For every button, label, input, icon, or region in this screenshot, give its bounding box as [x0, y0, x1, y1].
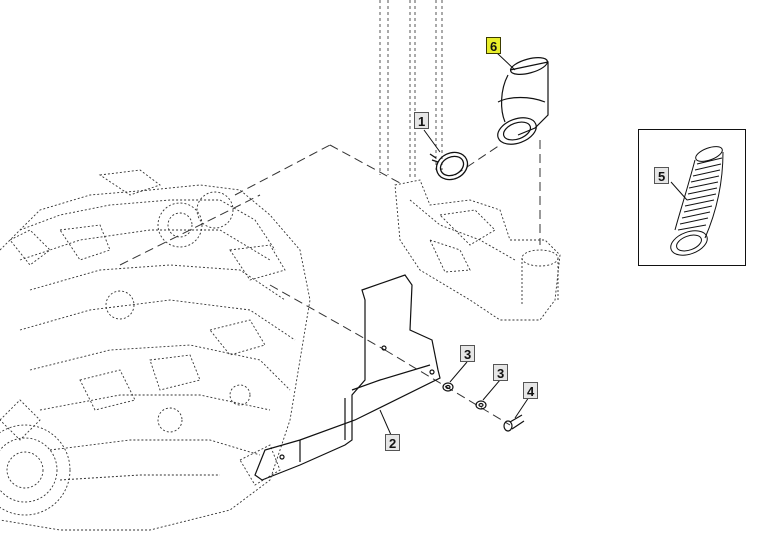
engine-block — [0, 169, 311, 531]
callout-part-1[interactable]: 1 — [414, 112, 430, 129]
callout-part-4[interactable]: 4 — [523, 382, 539, 399]
callout-part-3-second[interactable]: 3 — [493, 364, 509, 381]
callout-part-3[interactable]: 3 — [460, 345, 476, 362]
part-1-clamp — [429, 151, 469, 181]
inset-box — [638, 129, 746, 266]
callout-part-6[interactable]: 6 — [486, 37, 502, 54]
assembly-lines — [119, 140, 541, 426]
callout-part-5[interactable]: 5 — [654, 167, 670, 184]
part-3-washers — [442, 382, 487, 410]
leader-lines — [379, 52, 530, 436]
frame-lines — [379, 0, 443, 180]
intake-housing — [394, 179, 561, 321]
part-5-corrugated-hose — [670, 146, 724, 256]
part-6-intake-elbow — [497, 57, 549, 145]
callout-part-2[interactable]: 2 — [385, 434, 401, 451]
part-2-bracket — [254, 274, 441, 481]
part-4-bolt — [503, 414, 525, 432]
